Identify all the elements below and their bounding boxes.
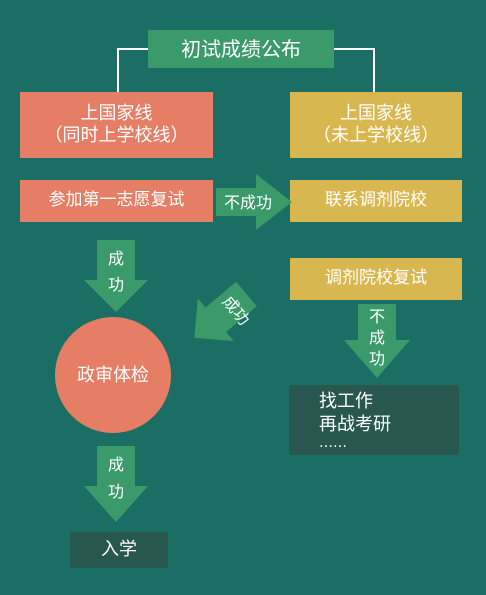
page-title: 初试成绩公布 (148, 30, 334, 68)
connector-line-right-horizontal (334, 48, 375, 50)
success-arrow-1 (84, 240, 148, 312)
contact-adjust-school-label: 联系调剂院校 (325, 190, 427, 211)
adjust-school-retest-box: 调剂院校复试 (290, 258, 462, 300)
right-condition-box: 上国家线 （未上学校线） (290, 92, 462, 158)
success-arrow-1-label-top: 成 (108, 249, 124, 268)
left-condition-line1: 上国家线 (80, 102, 153, 124)
left-condition-box: 上国家线 （同时上学校线） (20, 92, 213, 158)
connector-line-left-vertical (117, 48, 119, 92)
fallback-option-retry: 再战考研 (319, 413, 391, 435)
fail-arrow-right-label: 不成功 (224, 193, 272, 212)
connector-line-right-vertical (373, 48, 375, 92)
fallback-option-job: 找工作 (319, 391, 373, 412)
fail-arrow-right (216, 174, 292, 230)
fail-arrow-down (344, 304, 410, 378)
enroll-label: 入学 (101, 538, 137, 560)
fail-arrow-down-label-3: 功 (369, 349, 385, 368)
fallback-options-box: 找工作 再战考研 …… (289, 385, 459, 455)
success-arrow-2-label-bottom: 功 (108, 482, 124, 501)
contact-adjust-school-box: 联系调剂院校 (290, 180, 462, 222)
success-arrow-2 (84, 446, 148, 522)
first-choice-retest-label: 参加第一志愿复试 (48, 190, 185, 211)
adjust-school-retest-label: 调剂院校复试 (325, 268, 427, 289)
success-arrow-2-label-top: 成 (108, 455, 124, 474)
left-condition-line2: （同时上学校线） (44, 125, 189, 146)
title-text: 初试成绩公布 (181, 36, 301, 61)
success-arrow-1-label-bottom: 功 (108, 275, 124, 294)
connector-line-left-horizontal (117, 48, 148, 50)
fail-arrow-down-label-1: 不 (369, 307, 385, 326)
right-condition-line1: 上国家线 (340, 102, 412, 124)
first-choice-retest-box: 参加第一志愿复试 (20, 180, 213, 222)
fallback-option-more: …… (319, 435, 347, 451)
political-check-label: 政审体检 (77, 365, 149, 386)
right-condition-line2: （未上学校线） (313, 125, 439, 146)
success-diagonal-arrow: 成 功 (194, 281, 257, 342)
fail-arrow-down-label-2: 成 (369, 328, 385, 347)
political-check-circle (55, 317, 171, 433)
enroll-box: 入学 (70, 532, 168, 568)
